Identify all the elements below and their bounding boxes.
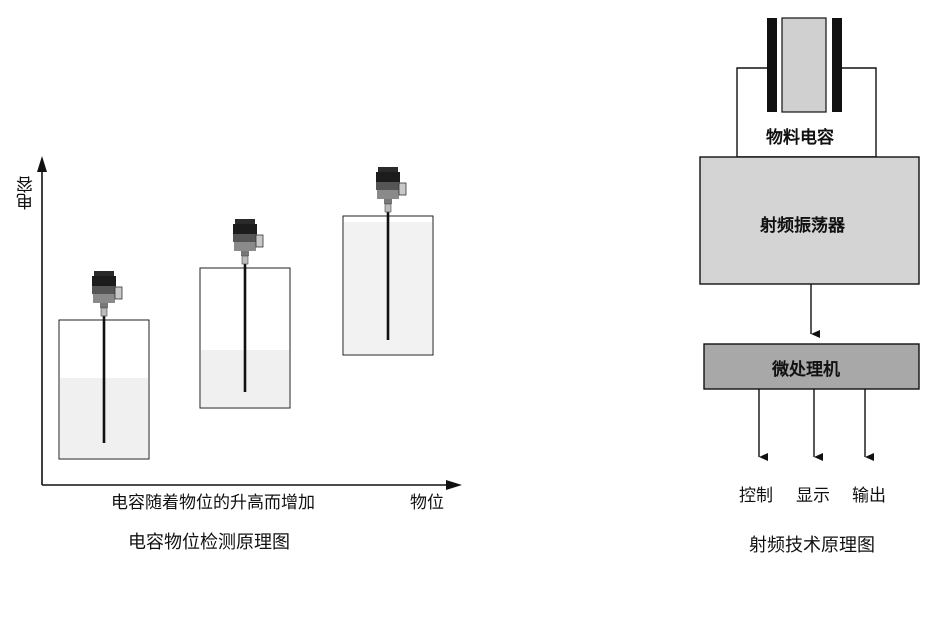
mid-level-tank [199,218,291,409]
capacitance-level-diagram [37,156,462,490]
inner-caption: 电容随着物位的升高而增加 [111,493,315,513]
rf-technology-diagram [699,17,920,461]
rf-oscillator-box [699,156,920,285]
y-axis-arrowhead [37,156,47,172]
level-sensor-icon [232,218,264,265]
right-figure-caption: 射频技术原理图 [749,535,875,556]
display-output-label: 显示 [796,486,830,506]
low-level-tank [58,270,150,460]
x-axis-label: 物位 [410,493,444,513]
control-output-label: 控制 [739,486,773,506]
left-figure-caption: 电容物位检测原理图 [128,532,290,553]
x-axis-arrowhead [446,480,462,490]
capacitor-plate-right [832,18,842,112]
microprocessor-label: 微处理机 [772,360,840,380]
material-dielectric [781,17,827,113]
level-sensor-icon [375,166,407,213]
capacitor-plate-left [767,18,777,112]
rf-oscillator-label: 射频振荡器 [760,216,845,236]
level-sensor-icon [91,270,123,317]
y-axis-label: 电容 [17,176,37,210]
high-level-tank [342,166,434,356]
signal-output-label: 输出 [852,486,886,506]
microprocessor-box [703,343,920,390]
material-capacitor-label: 物料电容 [766,128,834,148]
